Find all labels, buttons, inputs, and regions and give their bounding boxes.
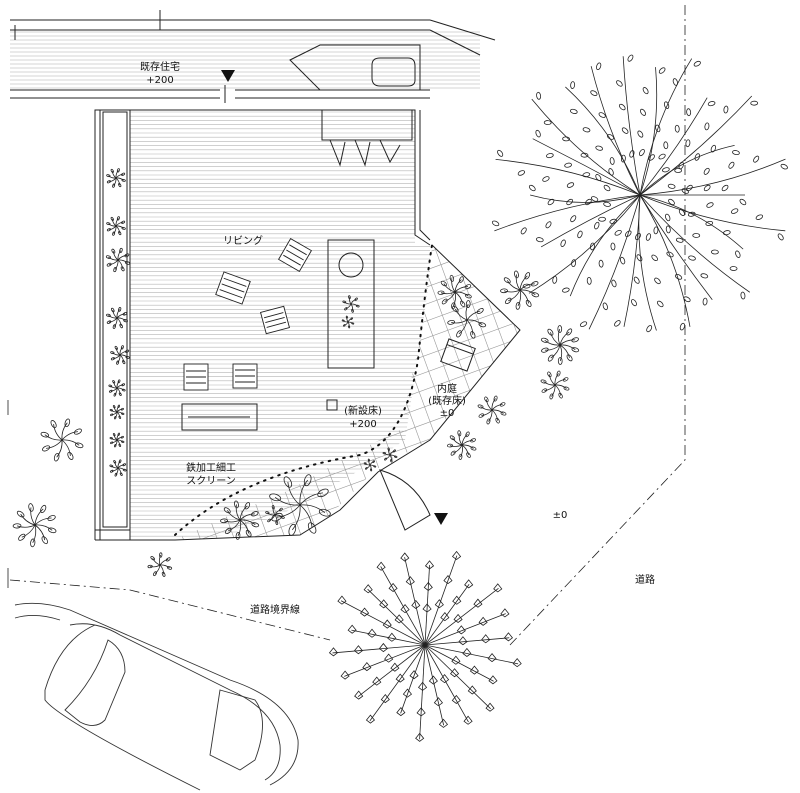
shrub [40, 418, 84, 462]
new-floor-level: +200 [349, 419, 377, 430]
fern-plant [269, 474, 331, 536]
pot [382, 447, 398, 463]
entry-markers [221, 70, 448, 525]
planter-plant [106, 307, 128, 329]
planter-plant [109, 459, 127, 477]
new-floor-label: (新設床) [344, 406, 382, 417]
courtyard-plant [447, 300, 487, 339]
existing-house-level: +200 [146, 75, 174, 86]
road-boundary-label: 道路境界線 [250, 605, 300, 616]
planter-plant [105, 247, 131, 273]
iron-screen [174, 244, 433, 536]
plants [12, 54, 788, 742]
ground-level-label: ±0 [552, 510, 568, 521]
island-plant [341, 315, 355, 329]
existing-house-walls [10, 10, 496, 103]
small-plant [147, 552, 173, 577]
island-plant [342, 295, 360, 313]
courtyard-plant [446, 430, 477, 460]
fern-plant [220, 500, 260, 540]
living-room-label: リビング [223, 236, 263, 247]
maple-tree-south [328, 550, 522, 742]
courtyard-outline [174, 244, 521, 541]
planter-plant [106, 168, 126, 188]
planter-plant [106, 216, 126, 236]
screen-label-2: スクリーン [186, 476, 236, 487]
planter-plant [109, 404, 125, 420]
shrub [540, 370, 570, 400]
shrub [12, 503, 57, 548]
road-boundary-line [9, 5, 686, 646]
courtyard-plant [437, 274, 472, 310]
planter-plant [109, 432, 125, 448]
courtyard-tiles [175, 245, 520, 540]
car-outline [14, 602, 299, 791]
courtyard-plant [477, 395, 507, 425]
small-plant [265, 505, 285, 525]
existing-house-corridor [10, 31, 480, 89]
existing-house-label: 既存住宅 [140, 62, 180, 73]
living-room-walls [94, 109, 431, 541]
courtyard-label: 内庭 [437, 384, 457, 395]
screen-label-1: 鉄加工細工 [186, 463, 236, 474]
large-tree-northeast [491, 54, 788, 333]
shrub [500, 270, 540, 310]
planter-plant [108, 379, 126, 397]
road-label: 道路 [635, 575, 655, 586]
shrub [540, 325, 580, 365]
courtyard-sub-label: (既存床) [428, 396, 466, 407]
pot [363, 458, 377, 472]
courtyard-level: ±0 [439, 408, 455, 419]
planter-plant [110, 345, 130, 365]
floor-cushions [183, 237, 313, 391]
